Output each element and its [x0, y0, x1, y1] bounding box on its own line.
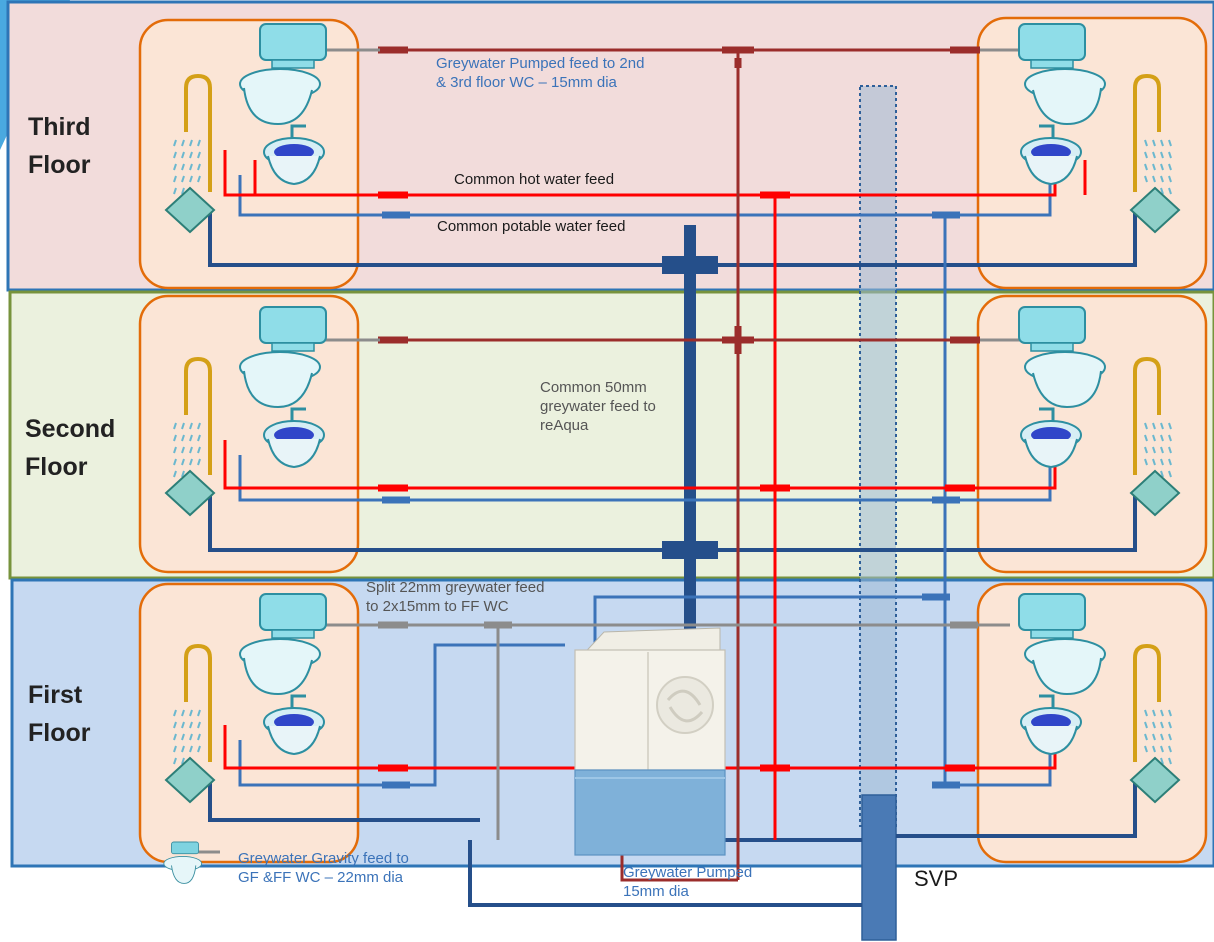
toilet-icon: [1018, 306, 1106, 409]
bathroom-3-left: [138, 18, 360, 290]
common-50mm-label: Common 50mm greywater feed to reAqua: [540, 379, 656, 434]
bathroom-2-right: [976, 294, 1208, 574]
ground-floor-wc-icon: [163, 841, 203, 884]
basin-icon: [1020, 407, 1082, 469]
shower-icon: [164, 73, 216, 234]
toilet-icon: [1018, 23, 1106, 126]
pumped-15mm-label: Greywater Pumped 15mm dia: [623, 864, 753, 900]
shower-icon: [1129, 643, 1181, 804]
svp-label: SVP: [914, 866, 959, 891]
second-floor-label: Second Floor: [25, 415, 116, 481]
toilet-icon: [1018, 593, 1106, 696]
common-hot-water-label: Common hot water feed: [454, 171, 615, 188]
svp-base: [861, 794, 897, 941]
reaqua-unit: [574, 627, 726, 856]
shower-icon: [164, 356, 216, 517]
fixtures-1-left: [164, 593, 327, 804]
gravity-feed-label: Greywater Gravity feed to GF &FF WC – 22…: [238, 850, 409, 886]
toilet-icon: [239, 306, 327, 409]
shower-icon: [1129, 356, 1181, 517]
fixture-icons: [164, 23, 1181, 804]
fixtures-3-right: [1018, 23, 1181, 234]
svp-stack: [859, 85, 897, 827]
shower-icon: [1129, 73, 1181, 234]
fixtures-1-right: [1018, 593, 1181, 804]
fixtures-3-left: [164, 23, 327, 234]
basin-icon: [263, 694, 325, 756]
toilet-icon: [239, 593, 327, 696]
basin-icon: [1020, 694, 1082, 756]
fixtures-2-left: [164, 306, 327, 517]
wc-supply-links: [320, 48, 1020, 342]
split-22mm-label: Split 22mm greywater feed to 2x15mm to F…: [366, 579, 545, 615]
first-floor-label: First Floor: [28, 681, 91, 747]
basin-icon: [263, 124, 325, 186]
third-floor-label: Third Floor: [28, 113, 91, 179]
hot-water-fittings: [378, 191, 975, 772]
greywater-pumped-feed-label: Greywater Pumped feed to 2nd & 3rd floor…: [436, 55, 645, 91]
reaqua-logo-icon: [656, 676, 714, 734]
fixtures-2-right: [1018, 306, 1181, 517]
common-potable-water-label: Common potable water feed: [437, 218, 626, 235]
basin-icon: [263, 407, 325, 469]
toilet-icon: [239, 23, 327, 126]
shower-icon: [164, 643, 216, 804]
potable-water-fittings: [382, 211, 960, 789]
pumped-greywater-fittings: [378, 46, 980, 354]
bathroom-1-right: [976, 582, 1208, 864]
basin-icon: [1020, 124, 1082, 186]
bathroom-3-right: [976, 16, 1208, 290]
